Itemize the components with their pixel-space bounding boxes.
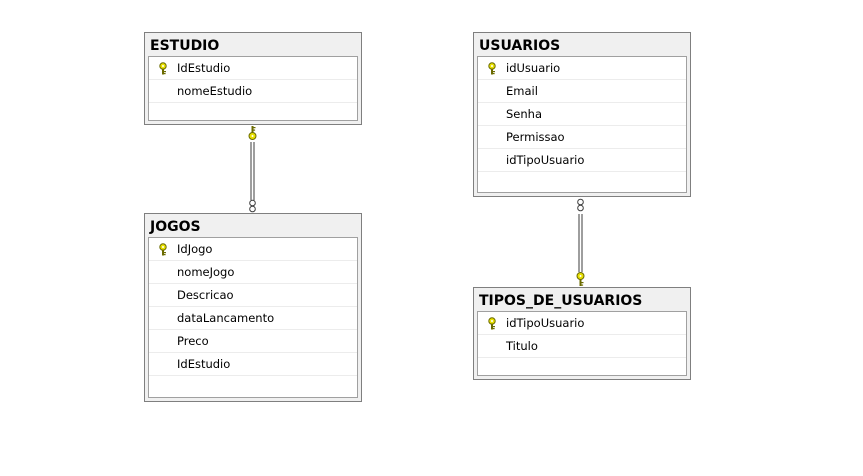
column-row[interactable]: idTipoUsuario <box>478 149 686 172</box>
table-title: JOGOS <box>150 219 201 235</box>
column-name: idUsuario <box>506 61 561 75</box>
column-list: idUsuario Email Senha Permissao idTipoUs… <box>477 56 687 193</box>
column-row[interactable]: Descricao <box>149 284 357 307</box>
infinity-icon <box>249 199 256 213</box>
column-row[interactable]: Senha <box>478 103 686 126</box>
column-list: IdJogo nomeJogo Descricao dataLancamento… <box>148 237 358 398</box>
column-name: dataLancamento <box>177 311 275 325</box>
infinity-icon <box>577 198 584 212</box>
table-title: USUARIOS <box>479 38 561 54</box>
column-row[interactable]: Email <box>478 80 686 103</box>
column-name: Descricao <box>177 288 234 302</box>
column-name: Titulo <box>506 339 538 353</box>
column-row[interactable]: nomeJogo <box>149 261 357 284</box>
column-name: nomeEstudio <box>177 84 253 98</box>
column-list: IdEstudio nomeEstudio <box>148 56 358 121</box>
column-row[interactable]: Permissao <box>478 126 686 149</box>
column-row[interactable]: idTipoUsuario <box>478 312 686 335</box>
column-name: Senha <box>506 107 542 121</box>
key-icon <box>248 126 257 140</box>
table-title: ESTUDIO <box>150 38 220 54</box>
column-row[interactable]: idUsuario <box>478 57 686 80</box>
column-row[interactable]: nomeEstudio <box>149 80 357 103</box>
key-icon <box>488 62 496 75</box>
column-row[interactable]: Titulo <box>478 335 686 358</box>
column-name: Preco <box>177 334 209 348</box>
column-row[interactable]: IdEstudio <box>149 57 357 80</box>
column-name: nomeJogo <box>177 265 235 279</box>
relationship-usuarios-tipos[interactable] <box>576 198 585 286</box>
column-list: idTipoUsuario Titulo <box>477 311 687 376</box>
column-name: IdEstudio <box>177 61 231 75</box>
column-row[interactable]: IdEstudio <box>149 353 357 376</box>
key-icon <box>576 272 585 286</box>
column-name: idTipoUsuario <box>506 153 585 167</box>
table-title: TIPOS_DE_USUARIOS <box>479 293 643 309</box>
table-tipos-de-usuarios[interactable]: TIPOS_DE_USUARIOS idTipoUsuario Titulo <box>473 287 691 380</box>
relationship-estudio-jogos[interactable] <box>248 126 257 213</box>
column-row[interactable]: Preco <box>149 330 357 353</box>
key-icon <box>159 62 167 75</box>
column-name: idTipoUsuario <box>506 316 585 330</box>
column-row[interactable]: dataLancamento <box>149 307 357 330</box>
column-name: Permissao <box>506 130 565 144</box>
column-name: IdEstudio <box>177 357 231 371</box>
table-estudio[interactable]: ESTUDIO IdEstudio nomeEstudio <box>144 32 362 125</box>
column-row[interactable]: IdJogo <box>149 238 357 261</box>
table-usuarios[interactable]: USUARIOS idUsuario Email Senha Permissao… <box>473 32 691 197</box>
column-name: IdJogo <box>177 242 213 256</box>
table-jogos[interactable]: JOGOS IdJogo nomeJogo Descricao dataLanc… <box>144 213 362 402</box>
key-icon <box>488 317 496 330</box>
key-icon <box>159 243 167 256</box>
column-name: Email <box>506 84 538 98</box>
